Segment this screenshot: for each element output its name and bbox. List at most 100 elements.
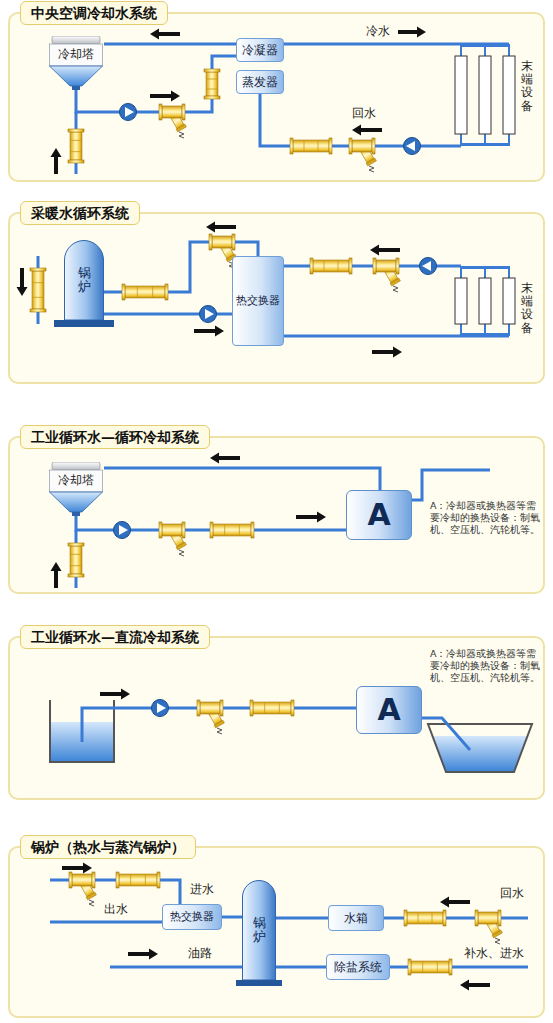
strainer-body xyxy=(162,106,182,118)
processor-body xyxy=(253,702,291,714)
strainer-drain xyxy=(369,166,374,172)
flow-arrow xyxy=(210,453,240,464)
processor-flange xyxy=(290,138,293,154)
processor-flange xyxy=(204,96,220,99)
panel-ground xyxy=(8,846,545,1018)
boiler-vessel: 锅炉 xyxy=(64,240,104,320)
node-label: A xyxy=(367,500,390,530)
panel-heading: 采暖水循环系统 xyxy=(20,201,140,225)
terminal-unit xyxy=(503,278,515,324)
strainer-body xyxy=(478,912,498,924)
flow-arrow xyxy=(352,125,382,136)
processor-body xyxy=(125,286,165,298)
node-label: 热交换器 xyxy=(170,910,214,923)
water-processor xyxy=(122,284,168,300)
strainer-flange xyxy=(159,104,162,120)
node-label: 水箱 xyxy=(344,911,368,925)
processor-ring xyxy=(70,554,82,555)
vertical-label: 末端设备 xyxy=(521,282,533,335)
processor-ring xyxy=(224,524,225,536)
node-label: 热交换器 xyxy=(236,294,280,307)
flow-label: 回水 xyxy=(352,106,376,120)
processor-ring xyxy=(324,260,325,272)
processor-ring xyxy=(145,874,146,886)
y-strainer xyxy=(349,138,376,172)
processor-flange xyxy=(165,284,168,300)
processor-flange xyxy=(68,543,84,546)
tower-shape xyxy=(48,462,104,516)
flow-arrow xyxy=(372,347,402,358)
boiler-body xyxy=(65,241,104,320)
pump-symbol xyxy=(200,306,217,323)
pipe-label: 出水 xyxy=(104,902,128,916)
strainer-flange xyxy=(220,700,223,716)
flow-arrow xyxy=(194,326,224,337)
strainer-flange xyxy=(475,910,478,926)
strainer-cap xyxy=(86,892,96,900)
basin-water xyxy=(433,736,527,771)
tower-shape xyxy=(48,36,104,90)
processor-flange xyxy=(30,309,46,312)
strainer-cap xyxy=(176,124,186,132)
strainer-body xyxy=(376,260,396,272)
strainer-flange xyxy=(232,234,235,250)
processor-ring xyxy=(318,140,319,152)
pump-triangle xyxy=(422,261,431,271)
strainer-flange xyxy=(373,258,376,274)
processor-ring xyxy=(152,286,153,298)
strainer-flange xyxy=(197,700,200,716)
y-strainer xyxy=(475,910,502,944)
processor-flange xyxy=(122,284,125,300)
processor-flange xyxy=(68,160,84,163)
pump-triangle xyxy=(406,141,415,151)
processor-ring xyxy=(70,140,82,141)
tower-cap xyxy=(52,462,100,470)
flow-label: 冷水 xyxy=(366,24,390,38)
pump-casing xyxy=(152,700,169,717)
processor-flange xyxy=(443,910,446,926)
pipe-label: 回水 xyxy=(500,886,524,900)
water-processor xyxy=(68,129,84,163)
node-label: 冷却塔 xyxy=(48,473,104,487)
flow-arrow xyxy=(100,689,130,700)
pipe-label: 补水、进水 xyxy=(464,946,524,960)
processor-ring xyxy=(418,912,419,924)
processor-ring xyxy=(432,912,433,924)
processor-ring xyxy=(32,297,44,298)
strainer-flange xyxy=(209,234,212,250)
terminal-unit xyxy=(455,278,467,324)
strainer-cap xyxy=(492,930,502,938)
pipe-connector xyxy=(276,917,328,920)
strainer-cap xyxy=(366,158,376,166)
terminal-unit xyxy=(479,56,491,134)
tower-cap xyxy=(52,36,100,44)
pump-symbol xyxy=(152,700,169,717)
panel-ground xyxy=(8,212,545,384)
water-processor xyxy=(30,268,46,312)
strainer-drain xyxy=(179,132,184,138)
flow-arrow xyxy=(62,863,92,874)
flow-arrow xyxy=(296,512,326,523)
pipe-label: 进水 xyxy=(190,882,214,896)
pump-symbol xyxy=(420,258,437,275)
pipe xyxy=(50,921,162,924)
processor-body xyxy=(32,271,44,309)
pipe-connector xyxy=(104,43,236,46)
vertical-label: 末端设备 xyxy=(521,60,533,113)
boiler-body xyxy=(243,881,276,981)
boiler-base xyxy=(236,980,282,986)
processor-body xyxy=(70,546,82,574)
note-text: A：冷却器或换热器等需要冷却的换热设备：制氧机、空压机、汽轮机等。 xyxy=(430,648,542,684)
processor-ring xyxy=(32,282,44,283)
pump-casing xyxy=(420,258,437,275)
tower-basin xyxy=(50,66,103,86)
pipe xyxy=(422,718,470,750)
pump-triangle xyxy=(157,703,166,713)
equipment-box: A xyxy=(346,490,412,540)
strainer-cap xyxy=(390,278,400,286)
processor-ring xyxy=(437,961,438,973)
strainer-flange xyxy=(159,522,162,538)
heat-exchanger-box: 热交换器 xyxy=(232,256,284,346)
flow-arrow xyxy=(17,268,28,296)
